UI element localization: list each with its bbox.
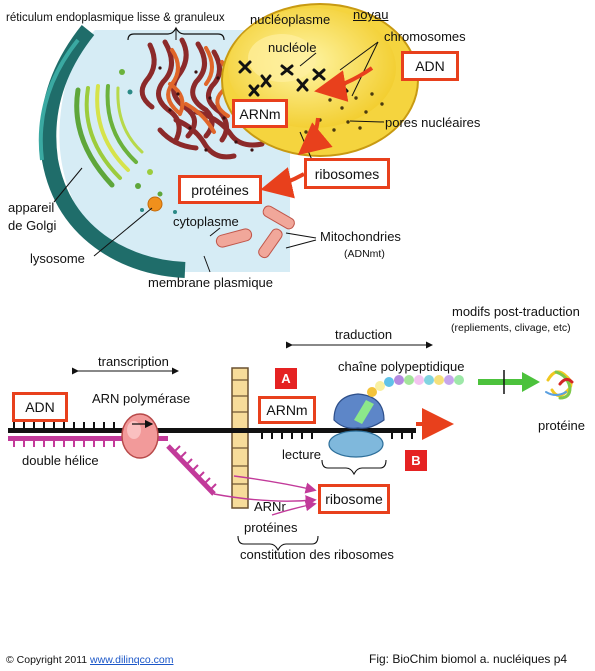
label-appareil: appareil	[8, 200, 55, 215]
tag-a: A	[275, 368, 297, 389]
label-constitution-ribosomes: constitution des ribosomes	[240, 547, 394, 562]
label-nucleole: nucléole	[268, 40, 317, 55]
label-de-golgi: de Golgi	[8, 218, 57, 233]
box-ribosome-bottom: ribosome	[318, 484, 390, 514]
box-arnm-top: ARNm	[232, 99, 288, 128]
label-noyau: noyau	[353, 7, 389, 22]
label-chromosomes: chromosomes	[384, 29, 466, 44]
label-pores-nucleaires: pores nucléaires	[385, 115, 481, 130]
label-traduction: traduction	[335, 327, 393, 342]
label-cytoplasme: cytoplasme	[173, 214, 239, 229]
green-arrow	[478, 370, 540, 394]
ribosome-shape	[328, 393, 385, 458]
label-mitochondries: Mitochondries	[320, 229, 401, 244]
label-proteines-bottom: protéines	[244, 520, 298, 535]
nuclear-membrane	[231, 367, 249, 509]
label-chaine-polypeptidique: chaîne polypeptidique	[338, 359, 465, 374]
label-proteine: protéine	[538, 418, 585, 433]
label-double-helice: double hélice	[22, 453, 99, 468]
copyright-line: © Copyright 2011 www.dilinqco.com	[6, 655, 173, 666]
label-reticulum: réticulum endoplasmique lisse & granuleu…	[6, 12, 225, 24]
label-transcription: transcription	[98, 354, 169, 369]
rna-polymerase-shape	[121, 413, 159, 459]
mrna-strand	[160, 428, 416, 439]
tag-b: B	[405, 450, 427, 471]
site-link[interactable]: www.dilinqco.com	[90, 654, 174, 666]
label-modifs-post-traduction: modifs post-traduction	[452, 304, 580, 319]
label-nucleoplasme: nucléoplasme	[250, 12, 331, 27]
cell-illustration	[38, 3, 419, 278]
box-ribosomes-top: ribosomes	[304, 158, 390, 189]
label-modifs-detail: (repliements, clivage, etc)	[451, 322, 571, 334]
label-lecture: lecture	[282, 447, 322, 462]
label-lysosome: lysosome	[30, 251, 85, 266]
figure-caption: Fig: BioChim biomol a. nucléiques p4	[369, 652, 568, 666]
box-adn-top: ADN	[401, 51, 459, 81]
polypeptide-chain	[367, 375, 464, 397]
box-proteines-top: protéines	[178, 175, 262, 204]
copyright-text: Copyright 2011	[16, 654, 88, 666]
copyright-symbol: ©	[6, 654, 14, 666]
box-arnm-bottom: ARNm	[258, 396, 316, 424]
label-adnmt: (ADNmt)	[344, 248, 385, 260]
label-arn-polymerase: ARN polymérase	[92, 391, 191, 406]
label-membrane-plasmique: membrane plasmique	[148, 275, 274, 290]
box-adn-bottom: ADN	[12, 392, 68, 422]
folded-protein-shape	[545, 370, 574, 400]
label-arnr: ARNr	[254, 499, 286, 514]
